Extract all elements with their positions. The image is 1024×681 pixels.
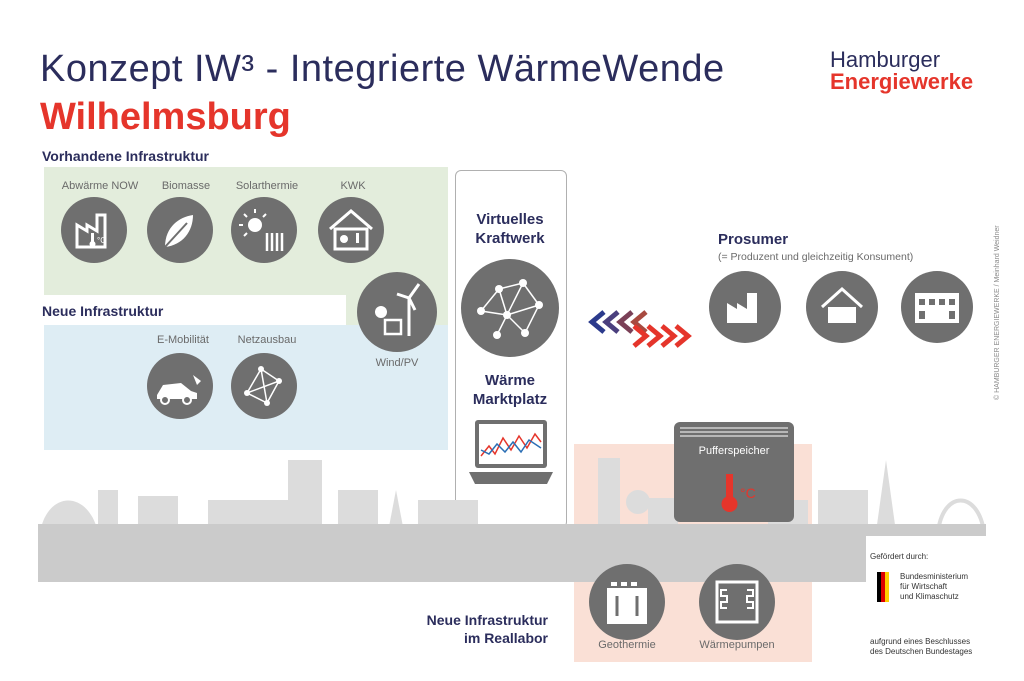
vpp-network-icon (461, 259, 559, 357)
reallabor-title-line1: Neue Infrastruktur (426, 612, 548, 628)
svg-text:°C: °C (97, 236, 106, 245)
network-icon (231, 353, 297, 419)
sun-collector-icon (231, 197, 297, 263)
prosumer-title: Prosumer (718, 231, 789, 248)
city-skyline (38, 450, 986, 533)
label-abwaerme: Abwärme NOW (61, 180, 139, 192)
label-kwk: KWK (340, 180, 366, 192)
label-biomasse: Biomasse (161, 180, 211, 192)
existing-infra-title: Vorhandene Infrastruktur (42, 148, 209, 164)
brand-logo-line1: Hamburger (830, 47, 941, 72)
ministry-line1: Bundesministerium (900, 572, 969, 581)
page-title: Konzept IW³ - Integrierte WärmeWende (40, 48, 725, 90)
factory-thermometer-icon: °C (61, 197, 127, 263)
decision-line2: des Deutschen Bundestages (870, 647, 973, 656)
image-credit: © HAMBURGER ENERGIEWERKE / Meinhard Weid… (994, 225, 1001, 400)
laptop-chart-icon (469, 418, 553, 490)
new-infra-title: Neue Infrastruktur (42, 303, 164, 319)
label-netzausbau: Netzausbau (237, 334, 297, 346)
prosumer-building-icon (901, 271, 973, 343)
label-emobilitaet: E-Mobilität (157, 334, 209, 346)
market-title-line1: Wärme (484, 372, 536, 389)
label-solarthermie: Solarthermie (235, 180, 299, 192)
funding-intro: Gefördert durch: (870, 552, 929, 561)
brand-logo-line2: Energiewerke (830, 69, 974, 94)
reallabor-title-line2: im Reallabor (463, 630, 548, 646)
ministry-line2: für Wirtschaft (900, 582, 948, 591)
svg-text:°C: °C (740, 485, 756, 501)
ground-band-right (866, 524, 986, 536)
buffer-storage-tank: °C (666, 418, 802, 526)
vpp-title-line1: Virtuelles (476, 211, 544, 228)
prosumer-factory-icon (709, 271, 781, 343)
label-waermepumpen: Wärmepumpen (699, 639, 775, 651)
electric-car-icon (147, 353, 213, 419)
federal-eagle-flag-icon (877, 572, 889, 602)
decision-line1: aufgrund eines Beschlusses (870, 637, 971, 646)
house-chp-icon (318, 197, 384, 263)
vpp-title-line2: Kraftwerk (475, 230, 545, 247)
exchange-arrows (584, 306, 694, 352)
market-title-line2: Marktplatz (472, 391, 548, 408)
ministry-line3: und Klimaschutz (900, 592, 959, 601)
page-subtitle: Wilhelmsburg (40, 96, 291, 138)
prosumer-house-icon (806, 271, 878, 343)
leaves-icon (147, 197, 213, 263)
wind-pv-icon (357, 272, 437, 352)
prosumer-subtitle: (= Produzent und gleichzeitig Konsument) (718, 251, 914, 263)
label-geothermie: Geothermie (598, 639, 656, 651)
label-windpv: Wind/PV (375, 357, 419, 369)
storage-label: Pufferspeicher (698, 445, 770, 457)
heat-pump-icon (699, 564, 775, 640)
geothermal-icon (589, 564, 665, 640)
